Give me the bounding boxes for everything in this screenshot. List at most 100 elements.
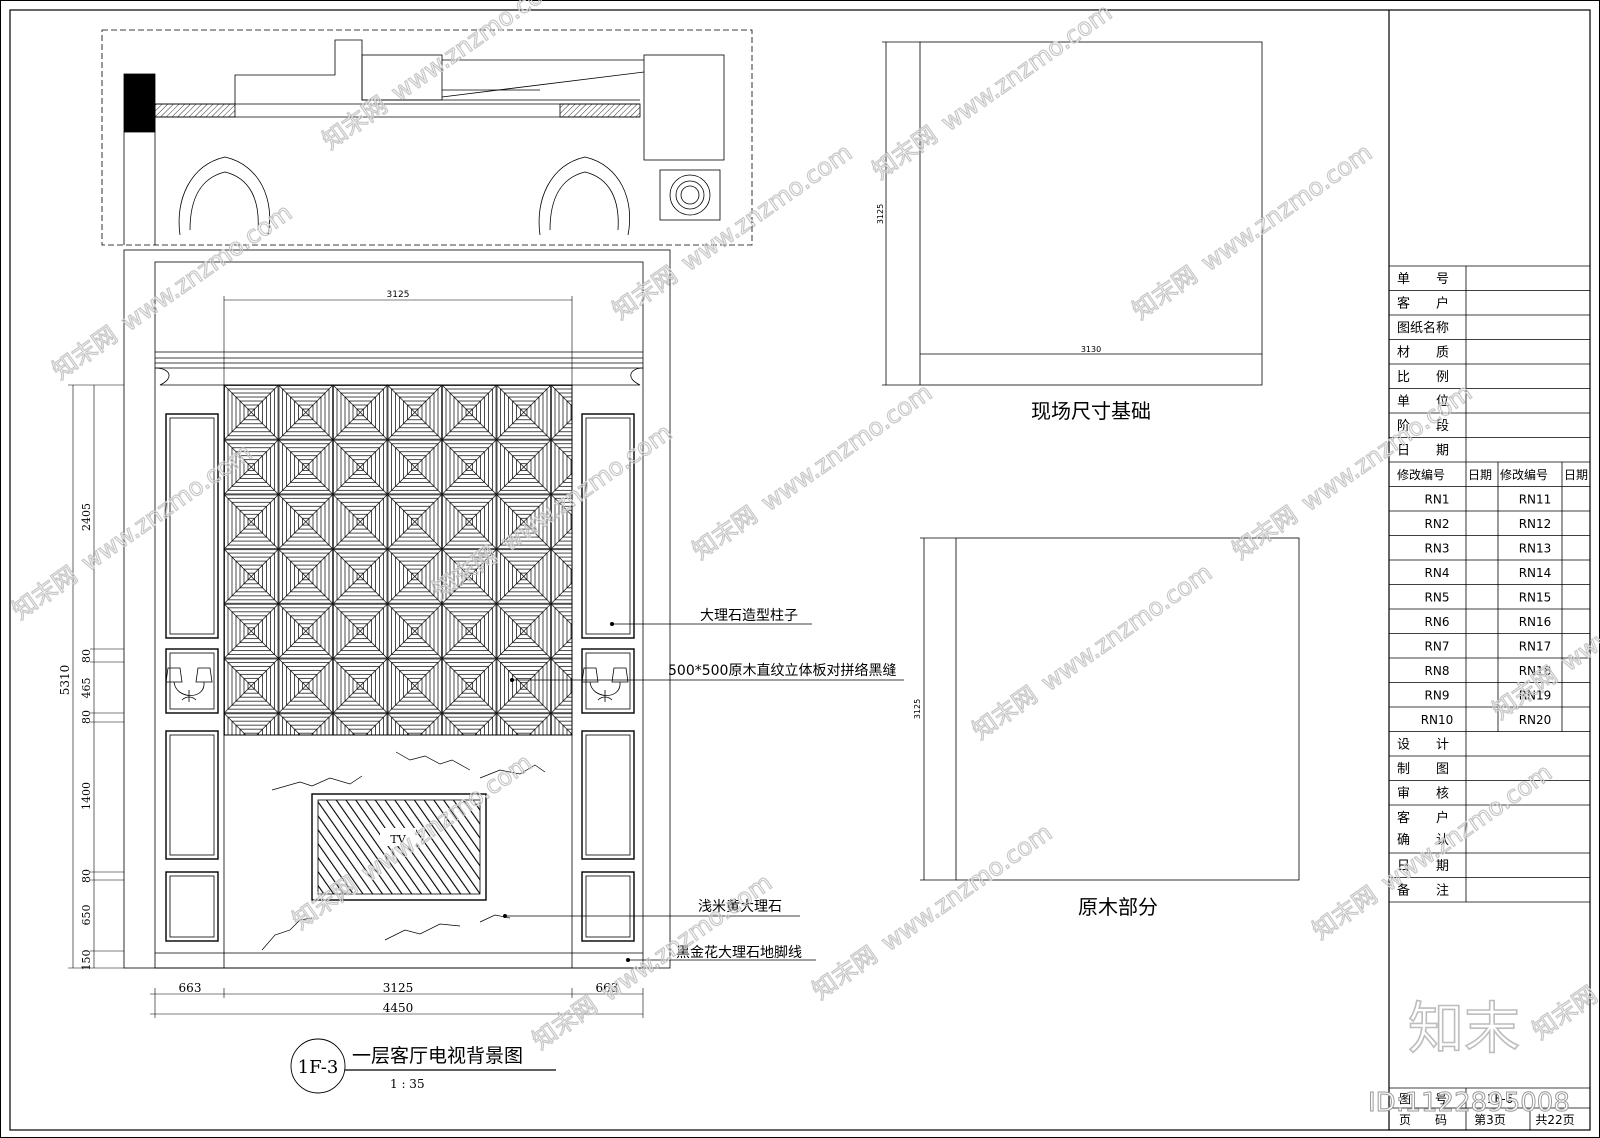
title-block	[1388, 10, 1590, 1130]
rev-code: RN6	[1425, 615, 1450, 629]
dim-bottom-total: 4450	[383, 1001, 414, 1015]
drawing-title: 1F-3 一层客厅电视背景图 1 : 35	[290, 1038, 556, 1094]
title-block-field-label: 图纸名称	[1397, 320, 1449, 336]
page-number: 第3页	[1474, 1113, 1506, 1127]
watermark-logo: 知末	[1408, 997, 1520, 1062]
watermark-site: www.znzmo.com	[876, 818, 1057, 956]
watermark-brand: 知末网	[527, 991, 602, 1055]
rev-code: RN7	[1425, 640, 1450, 654]
rev-code: RN15	[1519, 591, 1552, 605]
rev-code: RN1	[1425, 493, 1450, 507]
dim-left-seg: 1400	[80, 782, 93, 810]
watermark-site: www.znzmo.com	[1296, 378, 1477, 516]
title-block-field-label: 客 户	[1397, 296, 1449, 312]
dimension-lines	[68, 296, 644, 1018]
rev-header: 修改编号	[1500, 467, 1548, 482]
watermark-brand: 知末网	[687, 501, 762, 565]
watermark-brand: 知末网	[7, 561, 82, 625]
title-block-text: 单 号客 户图纸名称材 质比 例单 位阶 段日 期修改编号日期修改编号日期RN1…	[1397, 272, 1588, 1127]
dim-left-seg: 80	[80, 869, 93, 883]
watermark-site: www.znzmo.com	[116, 198, 297, 336]
rev-code: RN13	[1519, 542, 1552, 556]
client-confirm-label: 客 户	[1397, 810, 1449, 826]
dim-left-seg: 150	[80, 950, 93, 971]
title-block-field-label: 单 号	[1397, 272, 1449, 287]
wood-box-title: 原木部分	[1078, 895, 1158, 919]
title-block-field-label: 材 质	[1397, 346, 1449, 361]
elevation-texts: 3125 大理石造型柱子 500*500原木直纹立体板对拼络黑缝 浅米黄大理石 …	[58, 290, 896, 1015]
label-wood-panel: 500*500原木直纹立体板对拼络黑缝	[668, 662, 896, 679]
label-beige-marble: 浅米黄大理石	[698, 898, 782, 915]
dim-left-total: 5310	[58, 665, 72, 696]
rev-header: 日期	[1468, 468, 1492, 482]
title-block-field-label: 日 期	[1397, 444, 1449, 459]
rev-code: RN2	[1425, 517, 1450, 531]
rev-header: 修改编号	[1397, 467, 1445, 482]
watermark-site: www.znzmo.com	[676, 138, 857, 276]
dim-top-width: 3125	[387, 290, 410, 300]
rev-code: RN4	[1425, 566, 1450, 580]
drawing-no-label: 图 号	[1399, 1092, 1447, 1106]
watermark-site: www.znzmo.com	[1376, 758, 1557, 896]
page-total: 共22页	[1535, 1113, 1574, 1127]
rev-code: RN5	[1425, 591, 1450, 605]
tv-label: TV	[390, 833, 406, 846]
dim-bottom-left: 663	[179, 981, 202, 995]
watermark-brand: 知末网	[807, 941, 882, 1005]
watermark-brand: 知末网	[1307, 881, 1382, 945]
rev-code: RN12	[1519, 517, 1552, 531]
wood-box	[920, 537, 1300, 881]
leader-dots	[503, 622, 630, 962]
rev-code: RN8	[1425, 664, 1450, 678]
rev-code: RN3	[1425, 542, 1450, 556]
title-block-field-label: 日 期	[1397, 859, 1449, 874]
plan-view	[101, 29, 753, 246]
watermark-site: www.znzmo.com	[1556, 538, 1600, 676]
wood-box-height: 3125	[913, 699, 922, 719]
label-marble-column: 大理石造型柱子	[700, 608, 798, 624]
watermark-site: www.znzmo.com	[936, 0, 1117, 137]
title-block-field-label: 单 位	[1397, 395, 1449, 410]
dim-bottom-right: 663	[596, 981, 619, 995]
drawing-scale: 1 : 35	[390, 1077, 425, 1091]
client-confirm-label: 确 认	[1397, 833, 1449, 848]
watermark-brand: 知末网	[1527, 981, 1600, 1045]
label-skirting: 黑金花大理石地脚线	[676, 945, 802, 961]
dim-left-seg: 2405	[80, 503, 93, 531]
rev-code: RN9	[1425, 689, 1450, 703]
rev-code: RN18	[1519, 664, 1552, 678]
watermark-site: www.znzmo.com	[1196, 138, 1377, 276]
drawing-no: 1F-6	[1487, 1092, 1514, 1106]
watermark-site: www.znzmo.com	[596, 868, 777, 1006]
watermark-site: www.znzmo.com	[1036, 558, 1217, 696]
rev-code: RN11	[1519, 493, 1552, 507]
rev-code: RN16	[1519, 615, 1552, 629]
dim-left-seg: 465	[80, 678, 93, 699]
site-box-height: 3125	[876, 204, 885, 224]
rev-code: RN19	[1519, 689, 1552, 703]
rev-header: 日期	[1564, 468, 1588, 482]
title-block-field-label: 审 核	[1397, 787, 1449, 802]
watermark-brand: 知末网	[867, 121, 942, 185]
page-label: 页 码	[1399, 1113, 1447, 1127]
rev-code: RN17	[1519, 640, 1552, 654]
title-block-field-label: 比 例	[1397, 370, 1449, 385]
watermark-brand: 知末网	[47, 321, 122, 385]
site-box	[882, 41, 1263, 386]
site-box-width: 3130	[1081, 345, 1101, 354]
title-block-field-label: 设 计	[1397, 738, 1449, 753]
watermark-site: www.znzmo.com	[756, 378, 937, 516]
site-box-title: 现场尺寸基础	[1031, 399, 1151, 423]
dim-bottom-mid: 3125	[383, 981, 414, 995]
rev-code: RN14	[1519, 566, 1552, 580]
